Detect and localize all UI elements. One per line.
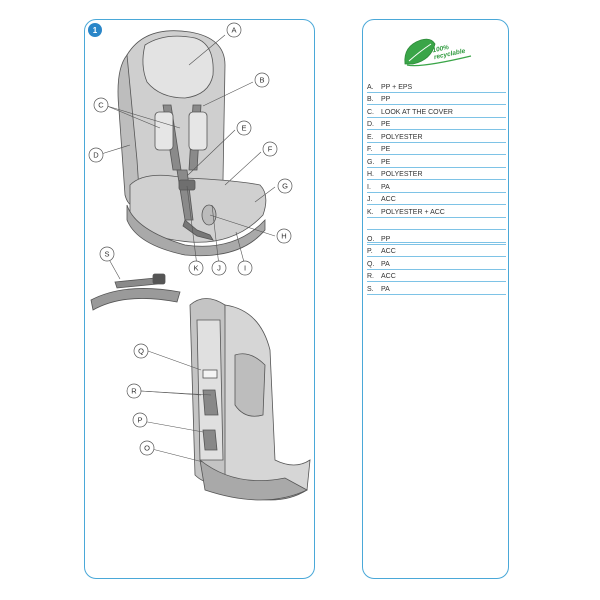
car-seat-front-view [117,30,267,257]
material-row: B. PP [367,93,506,105]
material-row: J. ACC [367,193,506,205]
blank-row [367,218,506,230]
material-letter: C. [367,108,374,116]
material-letter: E. [367,133,374,141]
material-row: E. POLYESTER [367,130,506,143]
material-row: I. PA [367,180,506,193]
material-row: K. POLYESTER + ACC [367,205,506,218]
material-row: G. PE [367,155,506,168]
material-row: D. PE [367,118,506,130]
material-value: PE [381,146,391,153]
callout-j: J [217,264,221,273]
material-row: H. POLYESTER [367,168,506,180]
callout-r: R [131,387,137,396]
callout-lines [97,34,276,463]
callout-b: B [259,76,264,85]
callout-i: I [244,264,246,273]
material-value: PA [381,183,390,191]
material-value: PA [381,285,390,293]
material-value: PE [381,121,391,128]
callout-q: Q [138,347,144,356]
materials-list-1: A. PP + EPS B. PP C. LOOK AT THE COVER D. PE E. P… [367,80,506,243]
callout-g: G [282,182,288,191]
material-row: S. PA [367,282,506,295]
material-row: Q. PA [367,257,506,270]
illustration-panel: 1 [84,19,315,579]
material-letter: D. [367,121,374,128]
callout-f: F [268,145,273,154]
car-seat-illustration: A B C E F G D H K J I S Q R P O [88,22,311,501]
material-value: LOOK AT THE COVER [381,108,453,116]
recyclable-logo: 100%recyclable [401,34,475,72]
material-letter: F. [367,146,373,153]
material-value: ACC [381,248,396,255]
material-letter: B. [367,96,374,103]
material-value: PP [381,235,391,243]
material-letter: G. [367,158,375,166]
material-value: PP [381,96,391,103]
material-letter: J. [367,196,373,203]
material-letter: I. [367,183,371,191]
material-value: PE [381,158,391,166]
material-letter: P. [367,248,373,255]
callout-a: A [231,26,236,35]
material-letter: H. [367,171,374,178]
car-seat-rear-view [189,298,311,501]
material-row: A. PP + EPS [367,80,506,93]
materials-list-2: O. PP P. ACC Q. PA R. ACC S. PA [367,232,506,295]
callout-e: E [241,124,246,133]
callout-p: P [137,416,142,425]
callout-d: D [93,151,99,160]
callout-k: K [193,264,198,273]
callout-o: O [144,444,150,453]
materials-panel: 100%recyclable A. PP + EPS B. PP C. LOOK AT T… [362,19,509,579]
material-row: F. PE [367,143,506,155]
material-value: PP + EPS [381,83,413,91]
material-letter: R. [367,273,374,280]
material-value: ACC [381,196,396,203]
material-row: R. ACC [367,270,506,282]
leaf-icon [404,38,472,67]
material-value: ACC [381,273,396,280]
material-row: O. PP [367,232,506,245]
step-number-badge: 1 [88,23,102,37]
callout-h: H [281,232,286,241]
material-letter: K. [367,208,374,216]
material-letter: O. [367,235,375,243]
material-value: POLYESTER + ACC [381,208,445,216]
material-letter: S. [367,285,374,293]
callout-c: C [98,101,104,110]
callout-s: S [104,250,109,259]
material-row: P. ACC [367,245,506,257]
material-value: PA [381,260,390,268]
material-value: POLYESTER [381,133,423,141]
blank-row [367,230,506,243]
material-letter: Q. [367,260,375,268]
callout-markers [88,22,293,456]
material-value: POLYESTER [381,171,423,178]
strap-s [90,273,181,311]
material-letter: A. [367,83,374,91]
material-row: C. LOOK AT THE COVER [367,105,506,118]
